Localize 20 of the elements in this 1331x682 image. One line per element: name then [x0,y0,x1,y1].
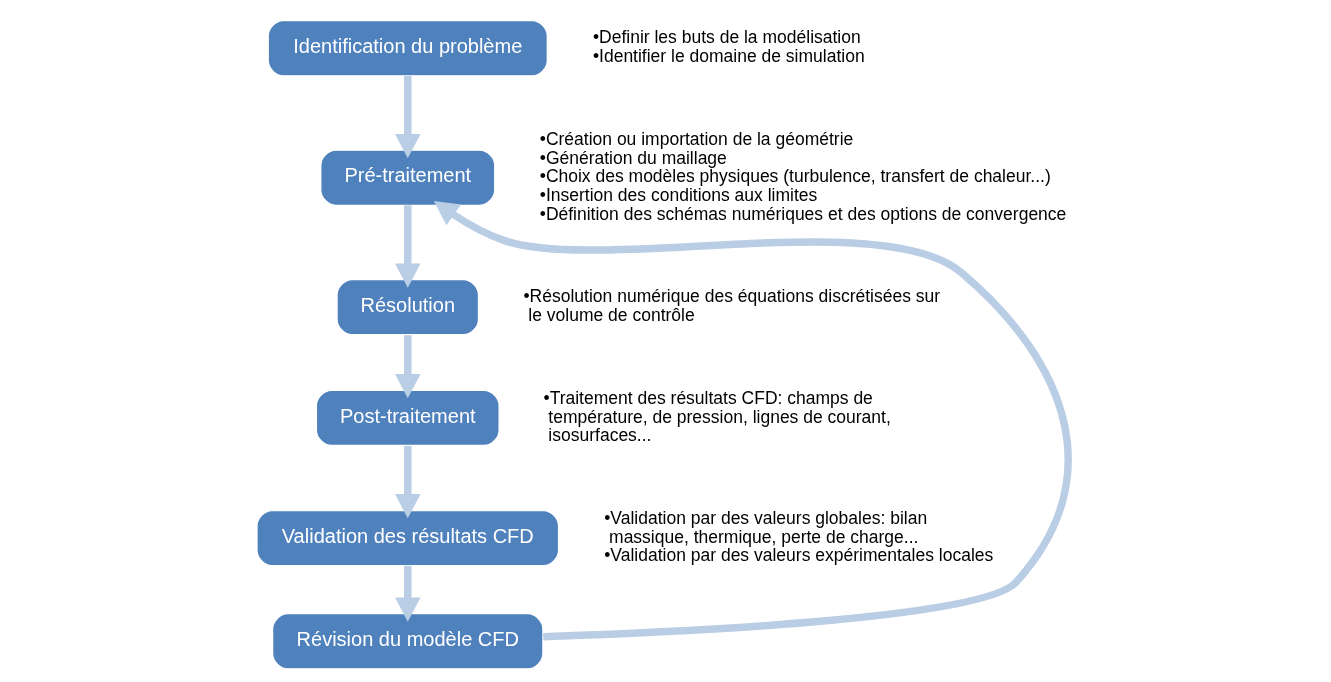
node-label: •Résolution numérique des équations discrétisées sur le volume de contrôle [523,286,941,326]
arrow [395,205,421,288]
node-box: Validation des résultats CFD [256,509,560,567]
arrow [433,200,1072,641]
node-label: •Traitement des résultats CFD: champs de température, de pression, lignes de courant, isosurfaces... [543,387,891,446]
node-label: •Création ou importation de la géométrie [539,128,854,149]
node-label: •Identifier le domaine de simulation [592,46,865,67]
node-label: •Définition des schémas numériques et des options de convergence [539,203,1067,224]
node-label: •Validation par des valeurs globales: bilan massique, thermique, perte de charge... [604,507,928,547]
arrow [395,335,421,399]
node-label: •Definir les buts de la modélisation [592,27,861,48]
node-box: Résolution [336,279,480,336]
node-box: Pré-traitement [320,149,496,206]
node-box: Post-traitement [315,389,500,447]
node-box: Identification du problème [267,20,548,77]
node-label: •Insertion des conditions aux limites [539,185,818,206]
arrow [395,565,421,622]
node-box: Révision du modèle CFD [272,613,544,670]
arrow [395,75,421,159]
arrow [395,445,421,519]
